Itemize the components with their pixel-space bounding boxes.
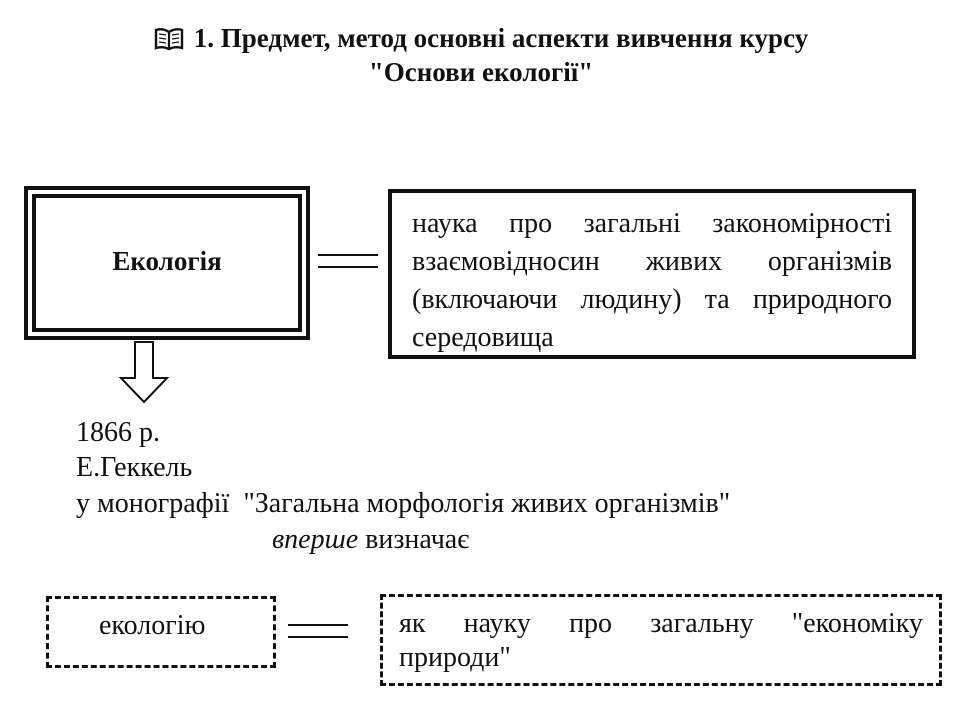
bottom-term-box: екологію xyxy=(46,596,276,668)
definition-text: наука про загальні закономірності взаємо… xyxy=(412,205,892,357)
term-label: Екологія xyxy=(112,246,222,276)
equals-connector xyxy=(318,254,378,268)
emphasis-first: вперше xyxy=(272,524,359,555)
history-defines: вперше визначає xyxy=(272,524,470,555)
book-icon xyxy=(154,26,184,58)
equals-connector-bottom xyxy=(288,624,348,638)
definition-line: взаємовідносин живих організмів xyxy=(412,246,892,277)
history-year: 1866 р. xyxy=(76,417,160,448)
term-box-border xyxy=(32,194,302,332)
page-title-line-1: 1. Предмет, метод основні аспекти вивчен… xyxy=(0,22,962,58)
history-monograph: у монографії "Загальна морфологія живих … xyxy=(76,488,731,519)
history-author: Е.Геккель xyxy=(76,452,193,483)
definition-line: наука про загальні закономірності xyxy=(412,208,892,239)
bottom-definition-line: природи" xyxy=(399,642,511,673)
term-box-inner-border xyxy=(34,196,300,330)
bottom-definition-text: як науку про загальну "економіку природи… xyxy=(399,607,923,675)
bottom-term-label: екологію xyxy=(99,610,206,641)
bottom-definition-box: як науку про загальну "економіку природи… xyxy=(380,594,942,686)
page-title-line-2: "Основи екології" xyxy=(368,57,594,87)
term-box-ecology: Екологія xyxy=(24,186,310,340)
definition-box: наука про загальні закономірності взаємо… xyxy=(388,189,916,359)
definition-line: (включаючи людину) та природного xyxy=(412,284,892,315)
bottom-definition-line: як науку про загальну "економіку xyxy=(399,608,923,639)
definition-line: середовища xyxy=(412,322,554,353)
down-arrow-icon xyxy=(118,341,170,404)
